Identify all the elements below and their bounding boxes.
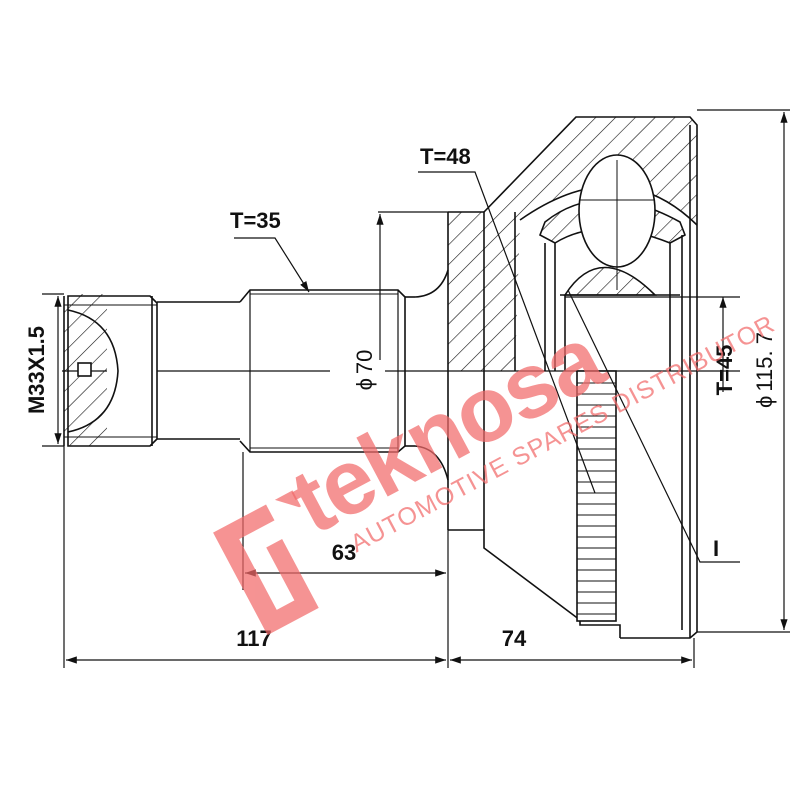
outer-diameter-value: 115. 7 — [752, 332, 777, 392]
diameter-symbol: ϕ — [752, 396, 777, 408]
dim-74: 74 — [502, 626, 527, 651]
watermark-logo-icon — [213, 490, 319, 636]
thread-label: M33X1.5 — [24, 326, 49, 414]
outer-diameter-label: ϕ 115. 7 — [752, 332, 777, 408]
spline-teeth-label: T=35 — [230, 208, 281, 233]
abs-teeth-label: T=45 — [712, 345, 737, 396]
diameter-symbol: ϕ — [352, 378, 377, 390]
svg-text:ϕ70: ϕ 70 — [352, 350, 377, 391]
shaft-diameter-label: ϕ 70 — [352, 350, 377, 391]
dim-63: 63 — [332, 540, 356, 565]
callout-i-label: I — [713, 536, 719, 561]
cv-joint-outline — [62, 116, 740, 639]
leader-lines — [234, 171, 740, 563]
shaft-diameter-value: 70 — [352, 350, 377, 374]
svg-text:ϕ115. 7: ϕ 115. 7 — [752, 332, 777, 408]
inner-teeth-label: T=48 — [420, 144, 471, 169]
